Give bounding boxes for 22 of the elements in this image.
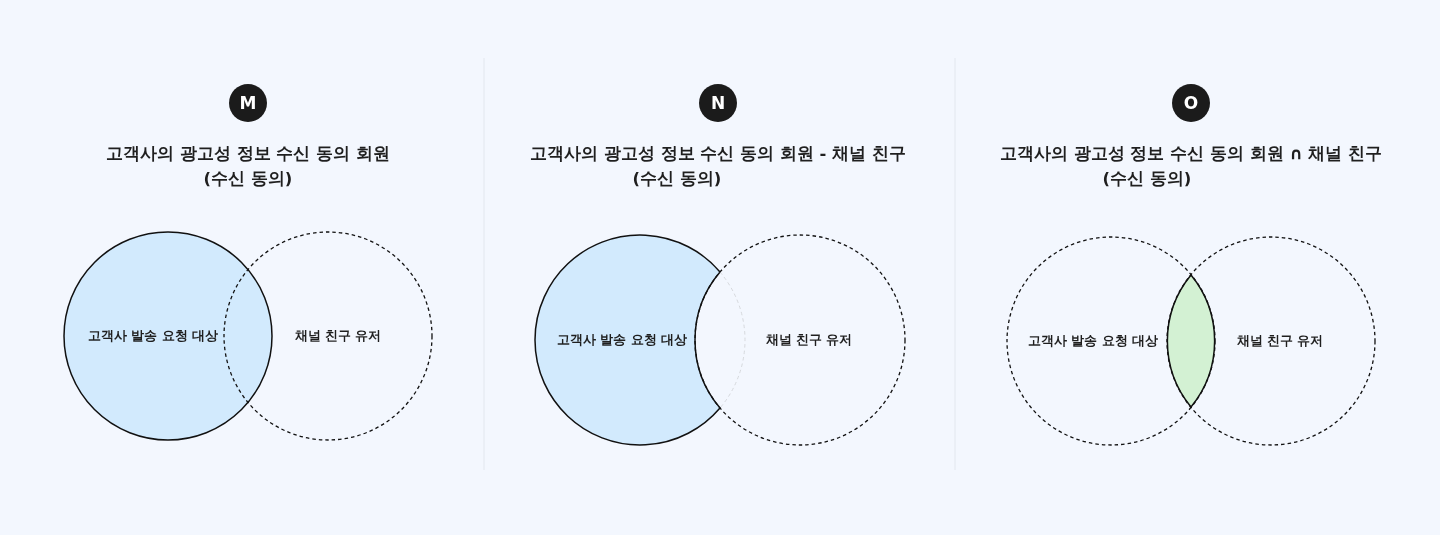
subheading: (수신 동의) [203, 168, 293, 190]
overlap-lens [1166, 274, 1216, 408]
subheading: (수신 동의) [1102, 168, 1192, 190]
venn-circle [535, 235, 745, 445]
heading: 고객사의 광고성 정보 수신 동의 회원 ∩ 채널 친구 [999, 143, 1383, 165]
circle-label: 채널 친구 유저 [294, 327, 382, 345]
venn-circle [695, 235, 905, 445]
circle-label: 고객사 발송 요청 대상 [556, 331, 688, 349]
step-badge: M [229, 84, 267, 122]
circle-label: 고객사 발송 요청 대상 [87, 327, 219, 345]
subheading: (수신 동의) [632, 168, 722, 190]
step-badge: N [699, 84, 737, 122]
venn-circle [64, 232, 272, 440]
heading: 고객사의 광고성 정보 수신 동의 회원 [106, 143, 390, 165]
circle-label: 채널 친구 유저 [1236, 332, 1324, 350]
heading: 고객사의 광고성 정보 수신 동의 회원 - 채널 친구 [530, 143, 906, 165]
venn-circle [224, 232, 432, 440]
circle-label: 고객사 발송 요청 대상 [1027, 332, 1159, 350]
step-badge: O [1172, 84, 1210, 122]
venn-circle [1167, 237, 1375, 445]
venn-circle [1007, 237, 1215, 445]
circle-label: 채널 친구 유저 [765, 331, 853, 349]
